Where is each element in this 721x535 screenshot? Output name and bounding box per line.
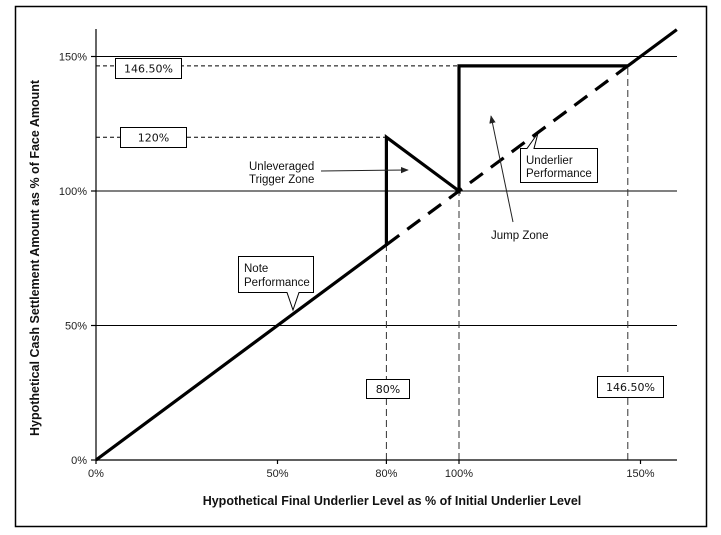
y-tick-label: 0% [71, 455, 87, 467]
value-label-4: 146.50% [597, 376, 664, 398]
y-tick-label: 100% [59, 186, 87, 198]
series [95, 28, 678, 462]
annotation-text-line: Unleveraged [249, 161, 314, 173]
y-tick-label: 50% [65, 321, 87, 333]
annotation-text-line: Note [244, 263, 268, 275]
x-tick-label: 80% [375, 468, 397, 480]
x-axis-title: Hypothetical Final Underlier Level as % … [203, 494, 582, 508]
annotation-text-line: Performance [526, 168, 592, 180]
value-label-2: 120% [120, 127, 187, 148]
reference-lines [96, 65, 629, 460]
x-tick-label: 100% [445, 468, 473, 480]
value-label-box [120, 127, 187, 148]
y-axis-title: Hypothetical Cash Settlement Amount as %… [28, 79, 42, 436]
value-label-box [115, 58, 182, 79]
annotation-text-line: Underlier [526, 155, 573, 167]
value-label-text: 146.50% [124, 63, 173, 76]
annotation-text-line: Trigger Zone [249, 174, 314, 186]
x-tick-label: 0% [88, 468, 104, 480]
annotation-arrow [320, 166, 409, 174]
annotation-jump-zone: Jump Zone [489, 115, 549, 242]
annotation-text-line: Jump Zone [491, 230, 549, 242]
value-label-text: 80% [376, 383, 400, 396]
callout-box [238, 256, 314, 312]
annotation-arrow [489, 115, 514, 223]
value-label-1: 146.50% [115, 58, 182, 79]
value-label-box [366, 379, 410, 399]
callout-box [520, 132, 598, 183]
chart-frame [14, 5, 708, 528]
value-label-text: 146.50% [606, 381, 655, 394]
value-label-text: 120% [138, 132, 169, 145]
value-label-box [597, 376, 664, 398]
y-tick-label: 150% [59, 52, 87, 64]
x-tick-label: 150% [626, 468, 654, 480]
value-label-3: 80% [366, 379, 410, 399]
x-tick-label: 50% [266, 468, 288, 480]
axes: 0% 50% 100% 150% 0% 50% 80% 100% 150% [59, 29, 677, 480]
annotation-text-line: Performance [244, 277, 310, 289]
value-labels: 146.50% 120% 80% 146.50% [115, 58, 664, 399]
